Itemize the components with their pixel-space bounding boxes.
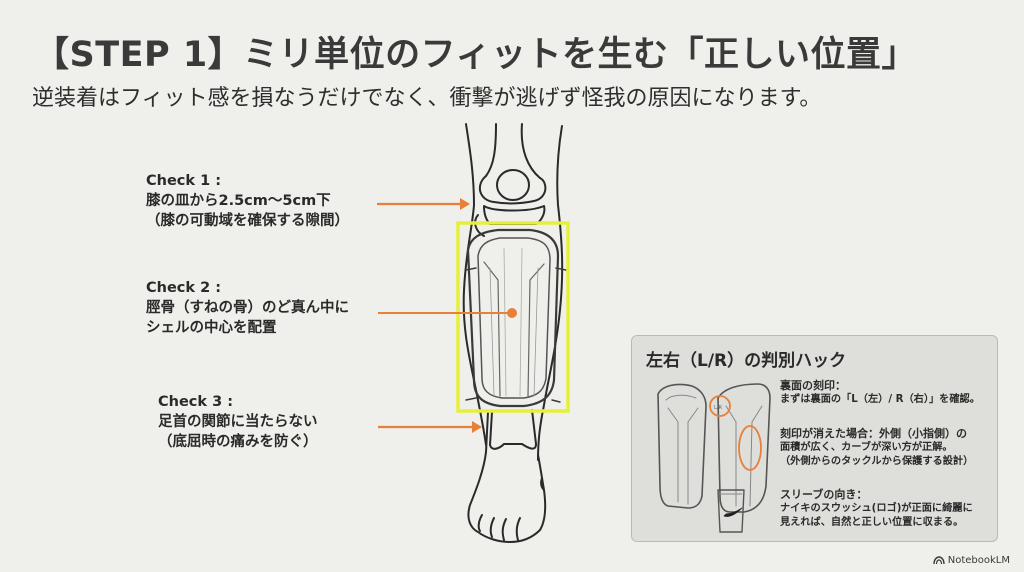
check-1-label: Check 1 : (146, 173, 222, 189)
sleeve-icon (717, 489, 745, 533)
slide-title: 【STEP 1】ミリ単位のフィットを生む「正しい位置」 (34, 35, 917, 75)
section-3-heading: スリーブの向き： (780, 488, 868, 501)
lr-mark-circle (709, 395, 731, 417)
section-2-line1: 面積が広く、カーブが深い方が正解。 (780, 442, 953, 453)
section-3-line1: ナイキのスウッシュ(ロゴ)が正面に綺麗に (780, 503, 973, 514)
check-1-line1: 膝の皿から2.5cm〜5cm下 (146, 193, 331, 209)
check-1-arrow (377, 198, 470, 210)
section-2-heading: 刻印が消えた場合：外側（小指側）の (780, 427, 967, 440)
section-2-line2: （外側からのタックルから保護する設計） (780, 456, 974, 467)
shin-guard-drawing (465, 228, 567, 408)
notebooklm-watermark: NotebookLM (933, 555, 1010, 566)
panel-title: 左右（L/R）の判別ハック (646, 351, 847, 371)
panel-section-no-engraving: 刻印が消えた場合：外側（小指側）の 面積が広く、カーブが深い方が正解。 （外側か… (780, 427, 973, 469)
lr-mark-text: L/R (714, 405, 722, 411)
panel-section-engraving: 裏面の刻印： まずは裏面の「L（左）/ R（右）」を確認。 (780, 379, 980, 407)
check-3-label: Check 3 : (158, 394, 234, 410)
check-1-line2: （膝の可動域を確保する隙間） (146, 213, 349, 229)
check-2-line2: シェルの中心を配置 (146, 320, 277, 336)
check-3-callout: Check 3 : 足首の関節に当たらない （底屈時の痛みを防ぐ） (158, 392, 318, 452)
panel-section-sleeve: スリーブの向き： ナイキのスウッシュ(ロゴ)が正面に綺麗に 見えれば、自然と正し… (780, 488, 973, 530)
check-1-callout: Check 1 : 膝の皿から2.5cm〜5cm下 （膝の可動域を確保する隙間） (146, 171, 349, 231)
leg-outline (462, 123, 564, 543)
section-3-line2: 見えれば、自然と正しい位置に収まる。 (780, 517, 964, 528)
check-2-callout: Check 2 : 脛骨（すねの骨）のど真ん中に シェルの中心を配置 (146, 278, 349, 338)
outer-curve-circle (738, 425, 762, 471)
shin-guard-highlight-box (456, 221, 570, 413)
swoosh-logo-icon (723, 507, 743, 517)
shin-guards-illustration: L/R (657, 383, 771, 533)
right-guard-icon (717, 383, 771, 513)
check-2-line1: 脛骨（すねの骨）のど真ん中に (146, 300, 349, 316)
section-1-line1: まずは裏面の「L（左）/ R（右）」を確認。 (780, 394, 980, 405)
slide-subtitle: 逆装着はフィット感を損なうだけでなく、衝撃が逃げず怪我の原因になります。 (32, 86, 822, 111)
check-2-label: Check 2 : (146, 280, 222, 296)
notebooklm-logo-icon (933, 556, 945, 565)
check-3-line1: 足首の関節に当たらない (158, 414, 318, 430)
left-guard-icon (657, 383, 707, 509)
check-3-arrow (378, 421, 482, 433)
check-3-line2: （底屈時の痛みを防ぐ） (158, 434, 318, 450)
brand-label: NotebookLM (947, 555, 1010, 566)
section-1-heading: 裏面の刻印： (780, 379, 846, 392)
check-2-pointer (378, 308, 517, 318)
lr-identification-panel: 左右（L/R）の判別ハック L/R 裏面の刻印： まずは裏面の「L（左）/ R（… (631, 335, 998, 542)
